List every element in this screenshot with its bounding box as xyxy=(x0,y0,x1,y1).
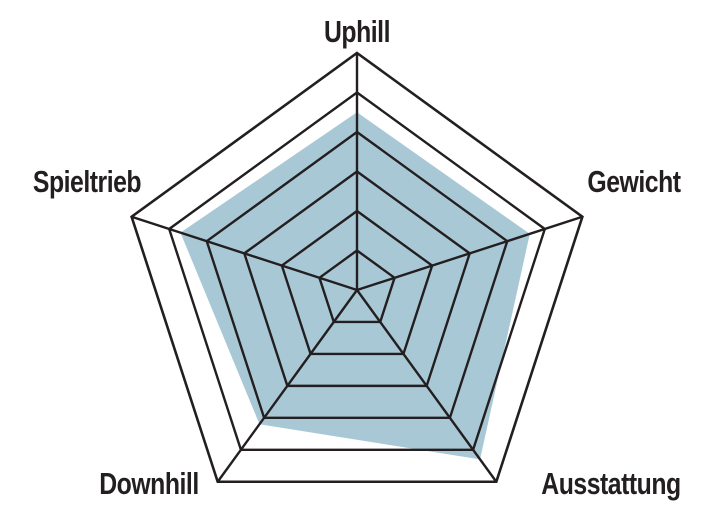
grid-rings-layer xyxy=(130,51,584,484)
data-polygon-layer xyxy=(180,112,530,460)
axis-label-ausstattung: Ausstattung xyxy=(541,466,681,501)
axis-spokes-layer xyxy=(131,53,583,483)
grid-ring-5 xyxy=(167,91,547,451)
axis-label-uphill: Uphill xyxy=(324,14,390,49)
axis-label-downhill: Downhill xyxy=(99,466,199,501)
grid-ring-6 xyxy=(130,51,584,484)
grid-ring-1 xyxy=(318,249,396,324)
axis-label-spieltrieb: Spieltrieb xyxy=(32,164,142,199)
axis-label-gewicht: Gewicht xyxy=(587,164,681,199)
axis-spoke-downhill xyxy=(216,289,358,483)
grid-ring-2 xyxy=(280,209,434,356)
grid-ring-3 xyxy=(242,170,472,388)
data-series-polygon xyxy=(180,112,530,460)
axis-spoke-ausstattung xyxy=(356,289,498,483)
axis-spoke-gewicht xyxy=(356,215,583,292)
grid-ring-4 xyxy=(205,130,509,420)
axis-spoke-spieltrieb xyxy=(131,215,358,292)
